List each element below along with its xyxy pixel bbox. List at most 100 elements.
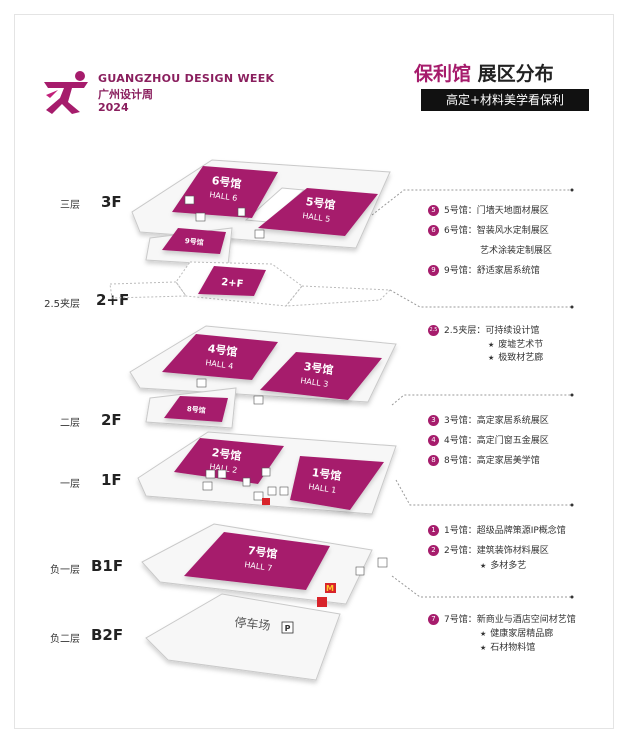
page-subtitle: 高定+材料美学看保利 bbox=[421, 89, 589, 111]
title-rest: 展区分布 bbox=[477, 63, 554, 85]
running-figure-logo bbox=[44, 71, 88, 114]
mcdonalds-icon bbox=[317, 597, 327, 607]
hall-2-cn: 2号馆 bbox=[211, 445, 242, 463]
first-aid-icon bbox=[262, 498, 270, 505]
hall-1-block: 1号馆 HALL 1 bbox=[290, 456, 384, 510]
legend-sub-item: ★废墟艺术节 bbox=[488, 340, 544, 350]
hall-2-block: 2号馆 HALL 2 bbox=[174, 438, 284, 484]
hall-7-en: HALL 7 bbox=[244, 560, 273, 573]
mcdonalds-logo-glyph: M bbox=[326, 584, 334, 593]
escalator-icon bbox=[196, 378, 207, 388]
hall-9-block: 9号馆 bbox=[162, 228, 226, 254]
hall-marker-icon: 7 bbox=[428, 614, 439, 625]
page-title: 保利馆 展区分布 bbox=[414, 59, 554, 86]
info-icon bbox=[242, 477, 251, 487]
star-icon: ★ bbox=[488, 354, 495, 362]
hall-9-cn: 9号馆 bbox=[184, 236, 204, 247]
floor-25f-cn: 2.5夹层 bbox=[44, 299, 80, 310]
hall-2-en: HALL 2 bbox=[209, 462, 238, 475]
restroom-icon bbox=[205, 469, 216, 479]
icons-2f bbox=[196, 378, 264, 405]
hall-marker-icon: 6 bbox=[428, 225, 439, 236]
info-icon bbox=[237, 207, 246, 217]
floor-b2f-code: B2F bbox=[91, 626, 124, 644]
title-accent: 保利馆 bbox=[414, 63, 472, 85]
hall-marker-icon: 8 bbox=[428, 455, 439, 466]
icons-1f bbox=[202, 467, 289, 505]
hall-5-block: 5号馆 HALL 5 bbox=[258, 188, 378, 236]
legend-sub-item: ★健康家居精品廊 bbox=[480, 629, 554, 639]
hall-3-block: 3号馆 HALL 3 bbox=[260, 352, 382, 400]
platform-25f: 2+F bbox=[109, 261, 392, 307]
legend-sub-item: ★极致材艺廊 bbox=[488, 353, 544, 363]
hall-marker-icon: 1 bbox=[428, 525, 439, 536]
hall-marker-icon: 3 bbox=[428, 415, 439, 426]
floor-2f-cn: 二层 bbox=[60, 418, 80, 429]
floor-b1f-code: B1F bbox=[91, 557, 124, 575]
hall-marker-icon: 4 bbox=[428, 435, 439, 446]
floor-1f-code: 1F bbox=[101, 471, 122, 489]
hall-8-cn: 8号馆 bbox=[186, 404, 206, 415]
restroom-icon bbox=[261, 467, 271, 477]
floor-b1f-cn: 负一层 bbox=[50, 565, 80, 576]
floor-1f-cn: 一层 bbox=[60, 479, 80, 490]
star-icon: ★ bbox=[480, 562, 487, 570]
icons-3f bbox=[184, 195, 265, 239]
hall-25f-label: 2+F bbox=[221, 277, 244, 290]
mcdonalds-icon bbox=[325, 583, 336, 593]
parking-sign: P bbox=[285, 624, 291, 633]
hall-6-block: 6号馆 HALL 6 bbox=[172, 166, 278, 218]
escalator-icon bbox=[253, 395, 264, 405]
escalator-icon bbox=[202, 481, 213, 491]
hall-3-en: HALL 3 bbox=[300, 376, 329, 389]
escalator-icon bbox=[377, 557, 388, 568]
hall-4-block: 4号馆 HALL 4 bbox=[162, 334, 278, 380]
hall-6-cn: 6号馆 bbox=[211, 173, 242, 191]
hall-5-en: HALL 5 bbox=[302, 211, 331, 224]
icons-b1f: M bbox=[317, 557, 388, 607]
hall-marker-icon: 9 bbox=[428, 265, 439, 276]
legend-sub-item: ★多材多艺 bbox=[480, 561, 527, 571]
brand-name-cn: 广州设计周 bbox=[98, 88, 153, 101]
connector-dots bbox=[570, 188, 574, 599]
hall-7-block: 7号馆 HALL 7 bbox=[184, 532, 330, 590]
escalator-icon bbox=[253, 491, 264, 501]
restroom-icon bbox=[267, 486, 277, 496]
floor-3f-cn: 三层 bbox=[60, 200, 80, 211]
connector-lines bbox=[371, 189, 572, 598]
info-icon bbox=[217, 469, 227, 479]
hall-5-cn: 5号馆 bbox=[305, 194, 336, 212]
floor-2f-code: 2F bbox=[101, 411, 122, 429]
star-icon: ★ bbox=[480, 644, 487, 652]
parking-icon bbox=[281, 621, 294, 634]
hall-1-cn: 1号馆 bbox=[311, 465, 342, 483]
floor-25f-code: 2+F bbox=[96, 291, 130, 309]
hall-3-cn: 3号馆 bbox=[303, 359, 334, 377]
restroom-icon bbox=[355, 566, 365, 576]
legend-item-hall-6-extra: 艺术涂装定制展区 bbox=[480, 246, 553, 256]
hall-6-en: HALL 6 bbox=[209, 190, 238, 203]
hall-1-en: HALL 1 bbox=[308, 482, 337, 495]
star-icon: ★ bbox=[480, 630, 487, 638]
platform-b2f: 停车场 P bbox=[145, 593, 341, 681]
hall-4-cn: 4号馆 bbox=[207, 341, 238, 359]
escalator-icon bbox=[195, 212, 206, 222]
hall-marker-icon: 5 bbox=[428, 205, 439, 216]
floor-b2f-cn: 负二层 bbox=[50, 634, 80, 645]
restroom-icon bbox=[279, 486, 289, 496]
escalator-icon bbox=[254, 229, 265, 239]
hall-marker-icon: 2.5 bbox=[428, 325, 439, 336]
legend-sub-item: ★石材物料馆 bbox=[480, 643, 536, 653]
hall-8-block: 8号馆 bbox=[164, 396, 228, 422]
brand-name-en: GUANGZHOU DESIGN WEEK bbox=[98, 72, 275, 85]
